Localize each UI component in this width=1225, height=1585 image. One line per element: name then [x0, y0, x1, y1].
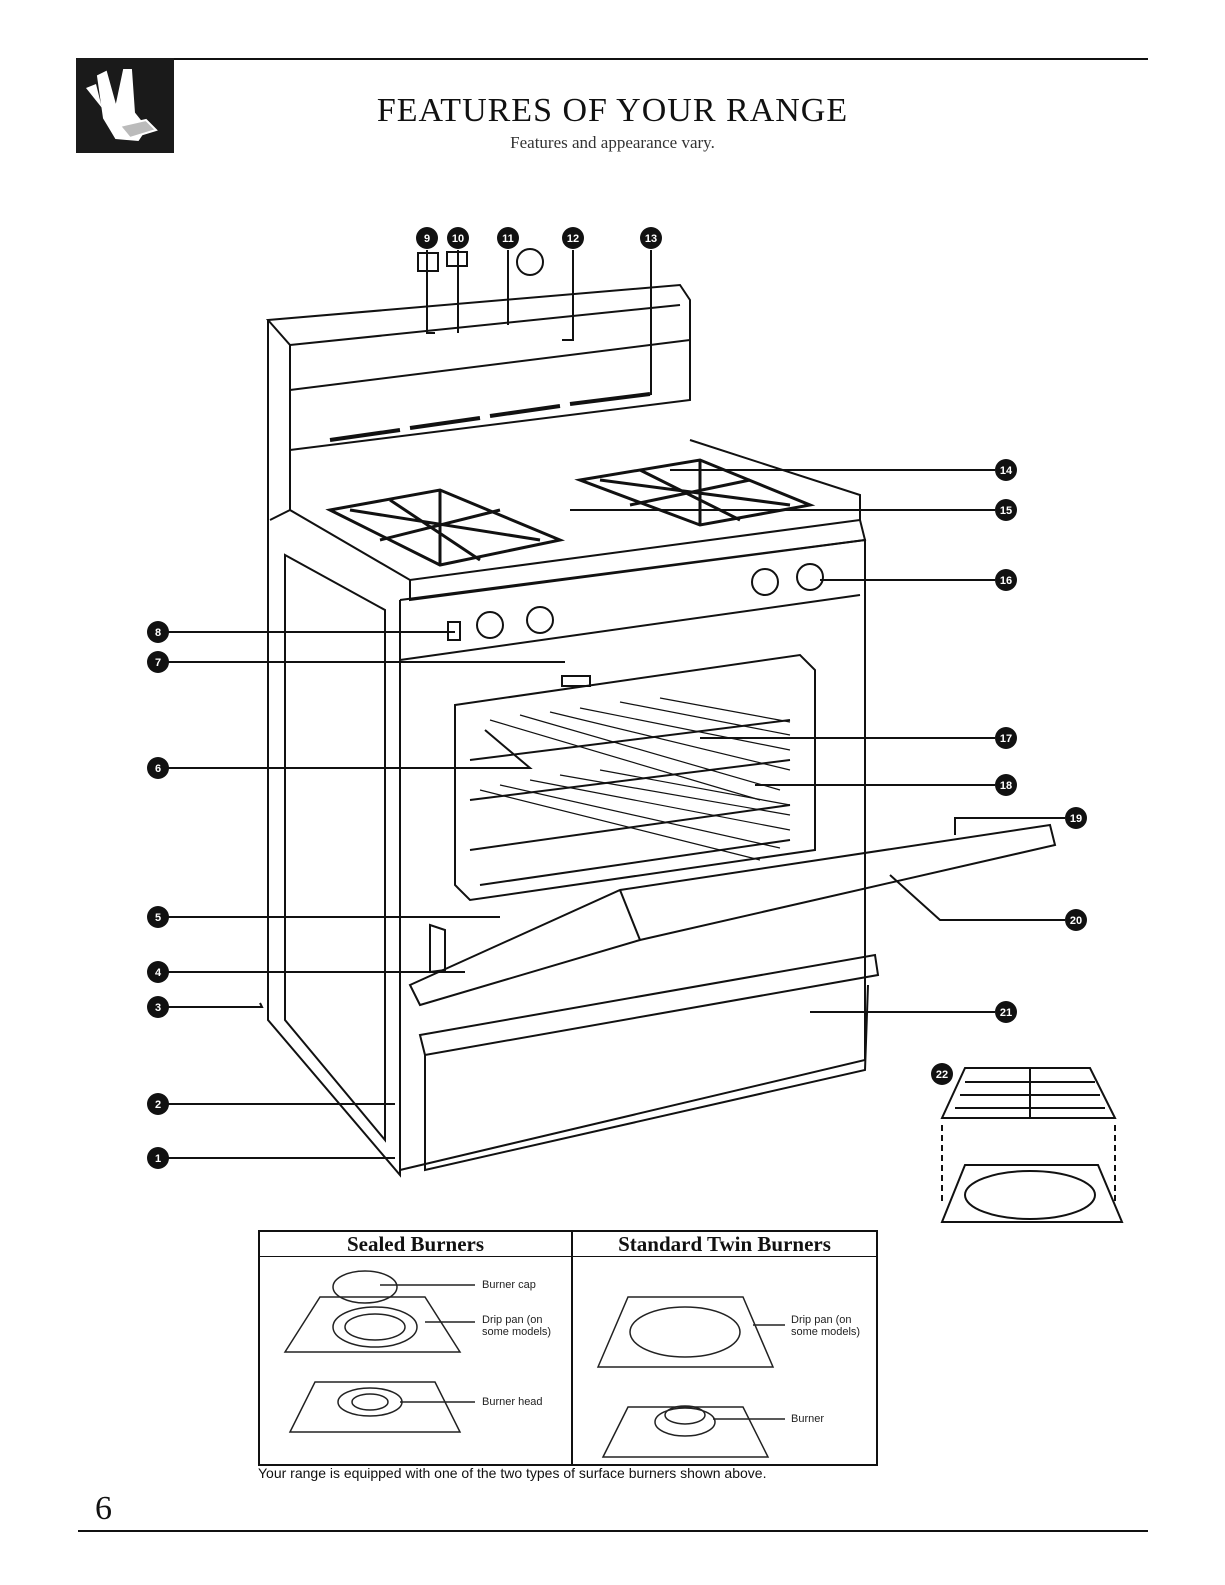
- callout-number: 19: [1070, 813, 1082, 825]
- callout-badge: 11: [497, 227, 519, 249]
- callout-badge: 6: [147, 757, 169, 779]
- callout-leaders: [167, 250, 1065, 1159]
- burner-label: Burner: [791, 1413, 825, 1425]
- callout-number: 21: [1000, 1007, 1012, 1019]
- callout-badge: 12: [562, 227, 584, 249]
- callout-badge: 2: [147, 1093, 169, 1115]
- burner-types-table: Sealed Burners Burner cap Drip pan (on s…: [258, 1230, 878, 1466]
- callout-badge: 3: [147, 996, 169, 1018]
- callout-badge: 5: [147, 906, 169, 928]
- callout-number: 8: [155, 627, 161, 639]
- callout-number: 9: [424, 233, 430, 245]
- callout-badge: 4: [147, 961, 169, 983]
- hand-logo-icon: [76, 58, 174, 153]
- callout-number: 22: [936, 1069, 948, 1081]
- callout-number: 4: [155, 967, 162, 979]
- standard-burners-panel: Standard Twin Burners Drip pan (on some …: [573, 1232, 876, 1464]
- sealed-burner-illustration: [283, 1270, 475, 1433]
- callout-number: 11: [502, 233, 514, 245]
- callout-number: 3: [155, 1002, 161, 1014]
- page-number: 6: [95, 1490, 112, 1527]
- sealed-burners-heading: Sealed Burners: [260, 1232, 571, 1257]
- drip-pan-label: Drip pan (on some models): [482, 1314, 552, 1338]
- callout-number: 13: [645, 233, 657, 245]
- callout-badge: 21: [995, 1001, 1017, 1023]
- callout-number: 17: [1000, 733, 1012, 745]
- callout-badge: 13: [640, 227, 662, 249]
- standard-burner-illustration: [596, 1296, 785, 1458]
- callout-number: 16: [1000, 575, 1012, 587]
- callout-number: 6: [155, 763, 161, 775]
- sealed-burners-panel: Sealed Burners Burner cap Drip pan (on s…: [260, 1232, 573, 1464]
- burner-cap-label: Burner cap: [482, 1279, 536, 1291]
- callout-badge: 7: [147, 651, 169, 673]
- callout-badges: 1 2 3 4 5 6 7 8 9 10 11 12 13 14 15 16 1…: [147, 227, 1087, 1169]
- callout-badge: 14: [995, 459, 1017, 481]
- callout-number: 7: [155, 657, 161, 669]
- top-rule: [78, 58, 1148, 60]
- bottom-rule: [78, 1530, 1148, 1532]
- callout-number: 1: [155, 1153, 161, 1165]
- standard-burners-heading: Standard Twin Burners: [573, 1232, 876, 1257]
- callout-badge: 19: [1065, 807, 1087, 829]
- callout-number: 14: [1000, 465, 1013, 477]
- callout-number: 10: [452, 233, 464, 245]
- callout-badge: 20: [1065, 909, 1087, 931]
- callout-badge: 10: [447, 227, 469, 249]
- callout-number: 15: [1000, 505, 1012, 517]
- callout-number: 12: [567, 233, 579, 245]
- callout-badge: 9: [416, 227, 438, 249]
- callout-badge: 17: [995, 727, 1017, 749]
- callout-badge: 8: [147, 621, 169, 643]
- callout-number: 20: [1070, 915, 1082, 927]
- page-subtitle: Features and appearance vary.: [510, 133, 715, 152]
- range-outline: [265, 248, 1124, 1223]
- callout-badge: 18: [995, 774, 1017, 796]
- callout-number: 18: [1000, 780, 1012, 792]
- page-title: FEATURES OF YOUR RANGE: [376, 92, 849, 129]
- callout-number: 2: [155, 1099, 161, 1111]
- callout-badge: 22: [931, 1063, 953, 1085]
- callout-badge: 15: [995, 499, 1017, 521]
- callout-badge: 1: [147, 1147, 169, 1169]
- drip-pan-label: Drip pan (on some models): [791, 1314, 861, 1338]
- callout-number: 5: [155, 912, 161, 924]
- callout-badge: 16: [995, 569, 1017, 591]
- burner-caption: Your range is equipped with one of the t…: [258, 1465, 767, 1481]
- burner-head-label: Burner head: [482, 1396, 543, 1408]
